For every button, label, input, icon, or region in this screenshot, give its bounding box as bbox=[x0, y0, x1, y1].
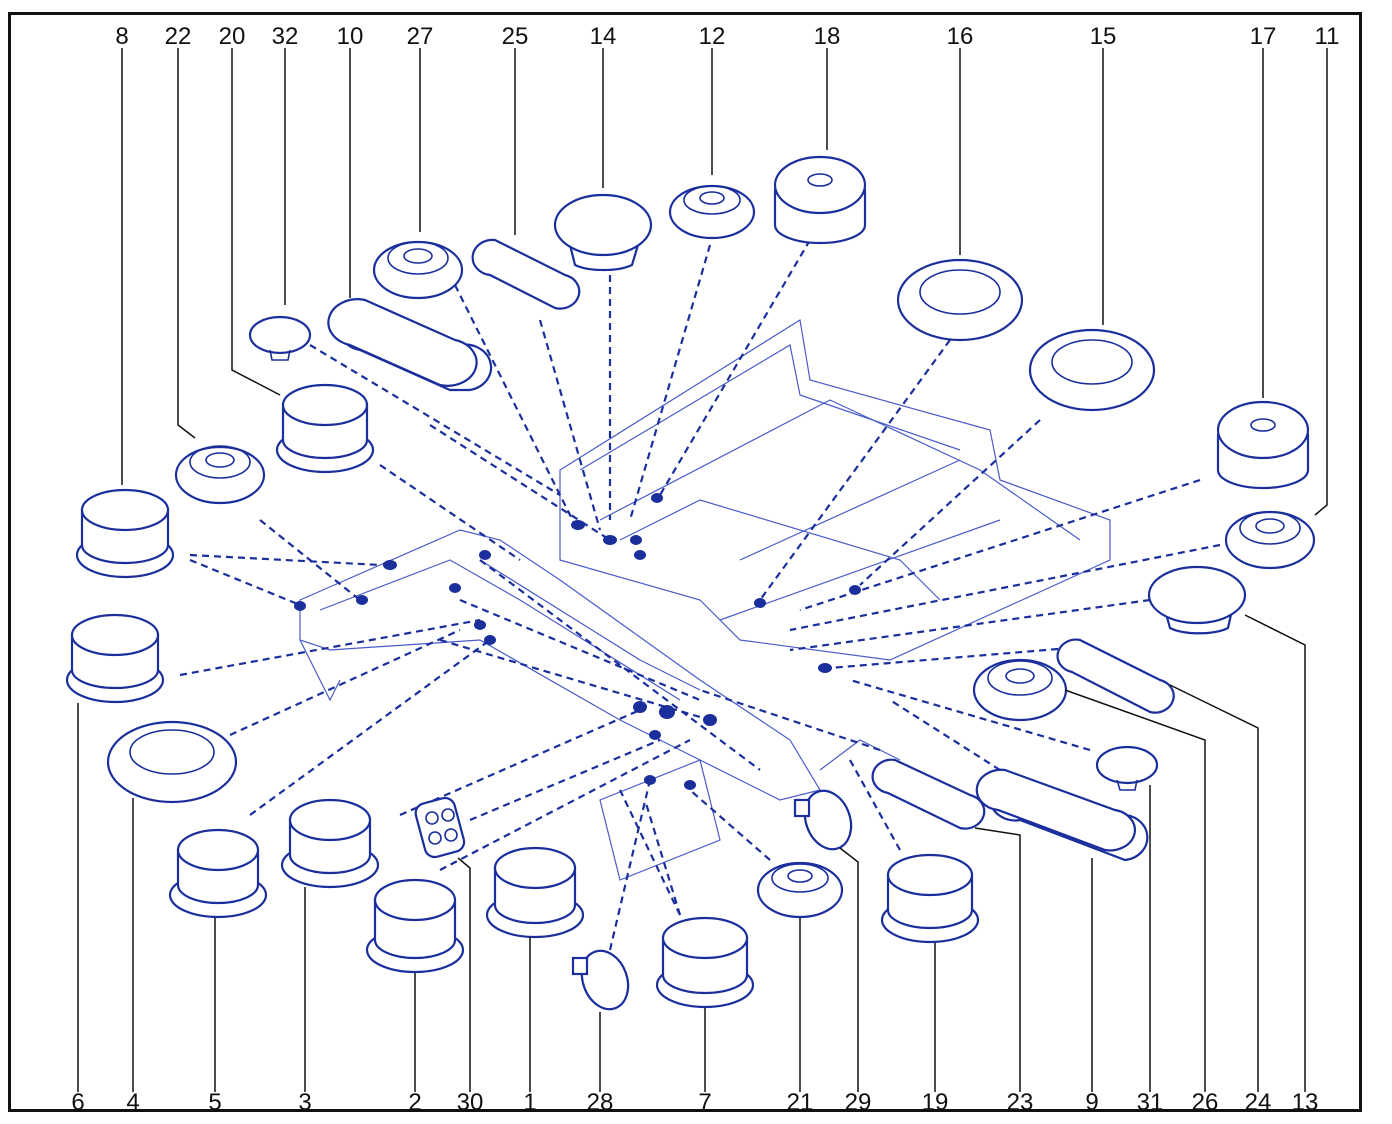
part-26-grommet bbox=[972, 658, 1068, 722]
label-4: 4 bbox=[126, 1089, 139, 1116]
top-labels: 8 22 20 32 10 27 25 14 12 18 16 15 17 11 bbox=[115, 23, 1339, 50]
label-32: 32 bbox=[272, 23, 299, 50]
part-13-cap bbox=[1147, 565, 1247, 635]
label-29: 29 bbox=[845, 1089, 872, 1116]
label-14: 14 bbox=[590, 23, 617, 50]
assembly-leaders bbox=[179, 239, 1221, 951]
part-24-oval-plug bbox=[1056, 638, 1175, 714]
part-16-cup-grommet bbox=[896, 258, 1024, 342]
part-8-plug bbox=[75, 488, 175, 579]
part-11-grommet bbox=[1224, 510, 1316, 570]
part-22-grommet bbox=[174, 445, 266, 505]
label-leaders bbox=[77, 48, 1328, 1092]
label-11: 11 bbox=[1315, 23, 1340, 50]
label-3: 3 bbox=[298, 1089, 311, 1116]
label-31: 31 bbox=[1137, 1089, 1164, 1116]
part-15-cup-grommet bbox=[1028, 328, 1156, 412]
label-13: 13 bbox=[1292, 1089, 1319, 1116]
label-9: 9 bbox=[1085, 1089, 1098, 1116]
label-12: 12 bbox=[699, 23, 726, 50]
part-9-oval-plug bbox=[975, 768, 1149, 862]
part-12-grommet bbox=[668, 184, 756, 240]
part-21-grommet bbox=[756, 861, 844, 919]
bottom-labels: 6 4 5 3 2 30 1 28 7 21 29 19 23 9 31 26 … bbox=[71, 1089, 1318, 1116]
label-16: 16 bbox=[947, 23, 974, 50]
label-27: 27 bbox=[407, 23, 434, 50]
label-22: 22 bbox=[165, 23, 192, 50]
part-28-push-pin bbox=[571, 949, 630, 1011]
label-1: 1 bbox=[523, 1089, 536, 1116]
part-1-plug bbox=[485, 846, 585, 939]
part-27-grommet bbox=[372, 240, 464, 300]
part-7-plug bbox=[655, 916, 755, 1009]
label-24: 24 bbox=[1245, 1089, 1272, 1116]
label-19: 19 bbox=[922, 1089, 949, 1116]
part-29-push-pin bbox=[793, 789, 853, 851]
part-30-pad bbox=[414, 796, 466, 859]
part-23-oval-plug bbox=[871, 758, 986, 830]
part-17-bumper bbox=[1216, 400, 1310, 490]
part-20-plug bbox=[275, 383, 375, 474]
label-25: 25 bbox=[502, 23, 529, 50]
part-32-cap bbox=[248, 315, 312, 361]
label-17: 17 bbox=[1250, 23, 1277, 50]
label-20: 20 bbox=[219, 23, 246, 50]
body-holes bbox=[294, 493, 861, 790]
part-18-bumper bbox=[773, 155, 867, 245]
part-6-plug bbox=[65, 613, 165, 704]
label-23: 23 bbox=[1007, 1089, 1034, 1116]
label-8: 8 bbox=[115, 23, 128, 50]
part-19-plug bbox=[880, 853, 980, 944]
part-14-cap bbox=[553, 193, 653, 272]
part-25-oval-plug bbox=[471, 238, 581, 310]
part-3-plug bbox=[280, 798, 380, 889]
part-5-plug bbox=[168, 828, 268, 919]
part-2-plug bbox=[365, 878, 465, 974]
part-4-cup-grommet bbox=[106, 720, 238, 804]
label-15: 15 bbox=[1090, 23, 1117, 50]
label-26: 26 bbox=[1192, 1089, 1219, 1116]
label-21: 21 bbox=[787, 1089, 814, 1116]
part-31-cap bbox=[1095, 745, 1159, 791]
label-30: 30 bbox=[457, 1089, 484, 1116]
label-10: 10 bbox=[337, 23, 364, 50]
label-2: 2 bbox=[408, 1089, 421, 1116]
part-10-oval-plug bbox=[327, 298, 493, 392]
floor-pan-body bbox=[299, 319, 1111, 881]
label-5: 5 bbox=[208, 1089, 221, 1116]
label-18: 18 bbox=[814, 23, 841, 50]
label-6: 6 bbox=[71, 1089, 84, 1116]
label-28: 28 bbox=[587, 1089, 614, 1116]
parts bbox=[65, 155, 1316, 1011]
label-7: 7 bbox=[698, 1089, 711, 1116]
